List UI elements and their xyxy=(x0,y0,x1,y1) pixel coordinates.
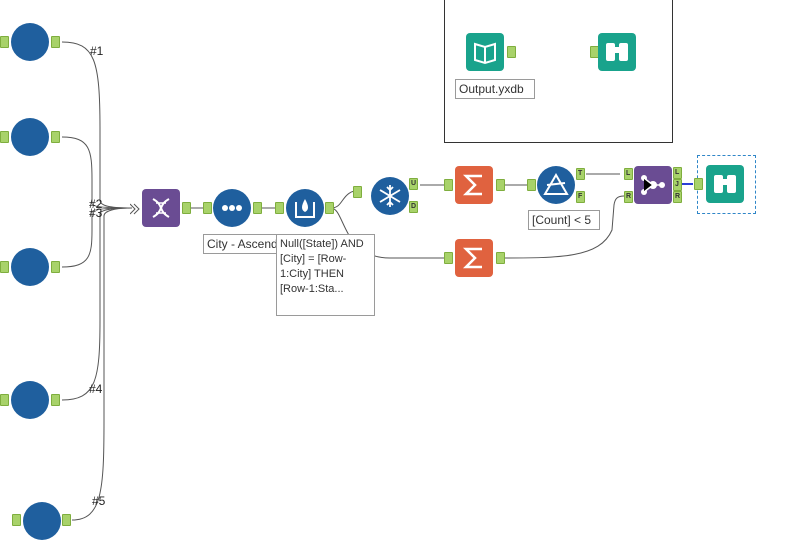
input-5-in-anchor xyxy=(12,514,21,526)
filter-icon xyxy=(543,173,569,195)
browse-icon xyxy=(606,43,628,61)
filter-true-label: T xyxy=(578,170,583,177)
input-data-tool-1[interactable] xyxy=(11,23,49,61)
summarize-2-in-anchor[interactable] xyxy=(444,252,453,264)
connection-label-4: #4 xyxy=(89,382,103,396)
filter-false-label: F xyxy=(578,193,583,200)
summarize-tool-1[interactable] xyxy=(455,166,493,204)
unique-u-anchor[interactable] xyxy=(409,178,418,190)
join-out-r-label: R xyxy=(675,193,681,200)
input-5-out-anchor[interactable] xyxy=(62,514,71,526)
sort-icon xyxy=(222,205,242,211)
browse-tool[interactable] xyxy=(706,165,744,203)
input-data-tool-4[interactable] xyxy=(11,381,49,419)
filter-true-anchor[interactable] xyxy=(576,168,585,180)
unique-icon xyxy=(379,185,401,207)
unique-u-label: U xyxy=(411,180,417,187)
output-in-anchor[interactable] xyxy=(507,46,516,58)
summarize-tool-2[interactable] xyxy=(455,239,493,277)
input-1-out-anchor[interactable] xyxy=(51,36,60,48)
summarize-1-in-anchor[interactable] xyxy=(444,179,453,191)
union-in-anchor[interactable] xyxy=(129,202,142,220)
unique-d-anchor[interactable] xyxy=(409,201,418,213)
sort-out-anchor[interactable] xyxy=(253,202,262,214)
connection-label-1: #1 xyxy=(90,44,104,58)
filter-false-anchor[interactable] xyxy=(576,191,585,203)
input-4-out-anchor[interactable] xyxy=(51,394,60,406)
connection-label-5: #5 xyxy=(92,494,106,508)
multirow-out-anchor[interactable] xyxy=(325,202,334,214)
input-3-out-anchor[interactable] xyxy=(51,261,60,273)
summarize-icon xyxy=(462,174,482,196)
join-left-in-label: L xyxy=(626,170,631,177)
filter-tool[interactable] xyxy=(537,166,575,204)
sort-in-anchor[interactable] xyxy=(203,202,212,214)
sort-tool[interactable] xyxy=(213,189,251,227)
input-data-tool-3[interactable] xyxy=(11,248,49,286)
formula-annotation: Null([State]) AND [City] = [Row-1:City] … xyxy=(276,234,375,316)
input-1-in-anchor xyxy=(0,36,9,48)
join-out-j-label: J xyxy=(675,181,679,188)
join-tool[interactable] xyxy=(634,166,672,204)
multi-row-formula-icon xyxy=(295,199,315,218)
join-right-in-label: R xyxy=(626,193,632,200)
input-data-tool-2[interactable] xyxy=(11,118,49,156)
output-book-icon xyxy=(474,42,496,65)
output-annotation: Output.yxdb xyxy=(455,79,535,99)
output-data-tool[interactable] xyxy=(466,33,504,71)
join-out-l-anchor[interactable] xyxy=(673,167,682,179)
join-icon xyxy=(641,175,665,195)
multi-row-formula-tool[interactable] xyxy=(286,189,324,227)
join-out-r-anchor[interactable] xyxy=(673,191,682,203)
browse-in-anchor[interactable] xyxy=(694,178,703,190)
filter-in-anchor[interactable] xyxy=(527,179,536,191)
multirow-in-anchor[interactable] xyxy=(275,202,284,214)
input-2-out-anchor[interactable] xyxy=(51,131,60,143)
summarize-2-out-anchor[interactable] xyxy=(496,252,505,264)
tool-container[interactable] xyxy=(444,0,673,143)
unique-d-label: D xyxy=(411,203,417,210)
connection-label-3: #3 xyxy=(89,206,103,220)
join-out-j-anchor[interactable] xyxy=(673,179,682,191)
union-out-anchor[interactable] xyxy=(182,202,191,214)
union-icon xyxy=(152,198,170,218)
input-4-in-anchor xyxy=(0,394,9,406)
filter-annotation: [Count] < 5 xyxy=(528,210,600,230)
unique-in-anchor[interactable] xyxy=(353,186,362,198)
join-out-l-label: L xyxy=(675,169,680,176)
browse-tool-top[interactable] xyxy=(598,33,636,71)
join-left-in-anchor[interactable] xyxy=(624,168,633,180)
input-3-in-anchor xyxy=(0,261,9,273)
union-tool[interactable] xyxy=(142,189,180,227)
summarize-1-out-anchor[interactable] xyxy=(496,179,505,191)
summarize-icon xyxy=(462,247,482,269)
input-2-in-anchor xyxy=(0,131,9,143)
join-right-in-anchor[interactable] xyxy=(624,191,633,203)
browse-icon xyxy=(714,175,736,193)
input-data-tool-5[interactable] xyxy=(23,502,61,540)
unique-tool[interactable] xyxy=(371,177,409,215)
connection-label-2: #2 xyxy=(89,197,103,211)
